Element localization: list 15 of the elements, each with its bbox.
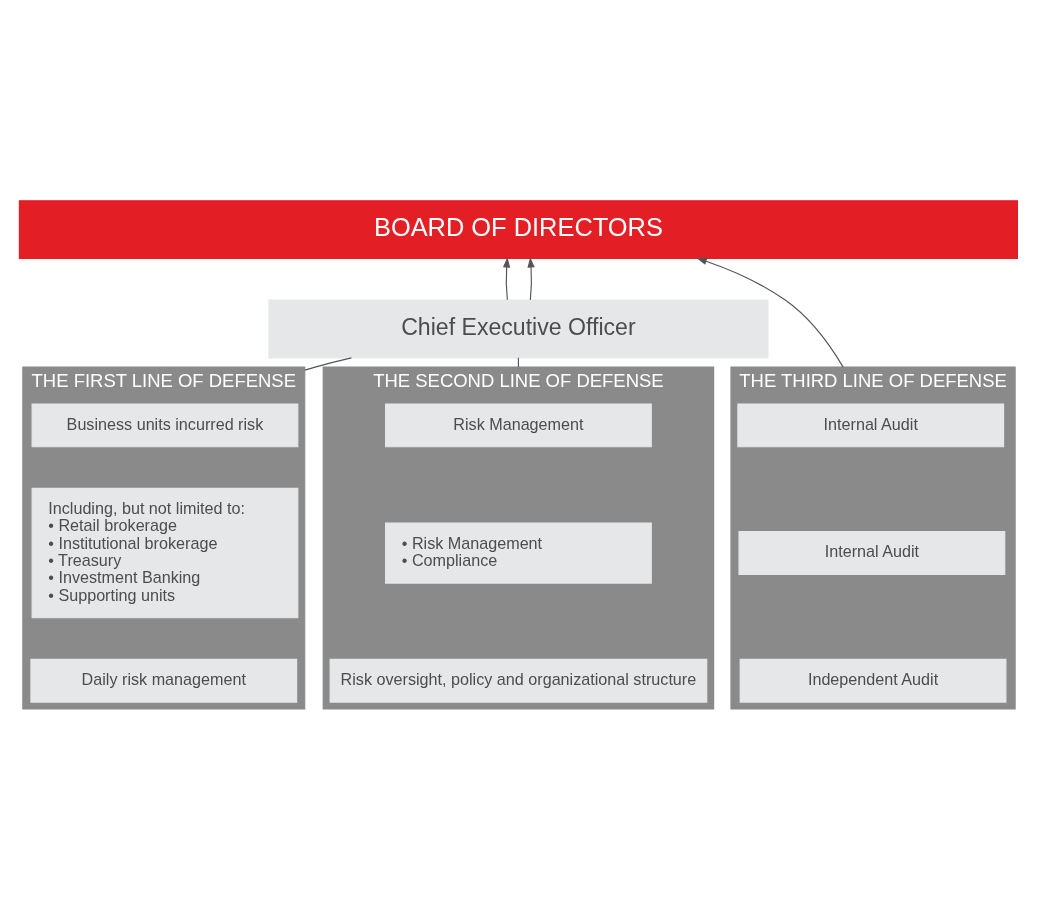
connector bbox=[303, 357, 352, 371]
node-box: Including, but not limited to: • Retail brokerage • Institutional brokerage • Treasury • Investment Banking • Supporting units bbox=[31, 487, 298, 619]
arrow bbox=[526, 257, 535, 301]
node-box: Risk Management bbox=[384, 403, 652, 448]
node-box: Internal Audit bbox=[737, 531, 1005, 576]
node-box: • Risk Management • Compliance bbox=[384, 522, 652, 584]
arrow bbox=[502, 257, 510, 301]
node-box: Daily risk management bbox=[29, 658, 297, 703]
node-box: Chief Executive Officer bbox=[267, 299, 769, 359]
node-box: Risk oversight, policy and organizational structure bbox=[329, 658, 707, 703]
node-box: Internal Audit bbox=[736, 403, 1004, 448]
node-box: Business units incurred risk bbox=[31, 403, 298, 448]
node-box: BOARD OF DIRECTORS bbox=[18, 200, 1018, 260]
arrow bbox=[695, 257, 844, 368]
node-box: Independent Audit bbox=[739, 658, 1006, 703]
